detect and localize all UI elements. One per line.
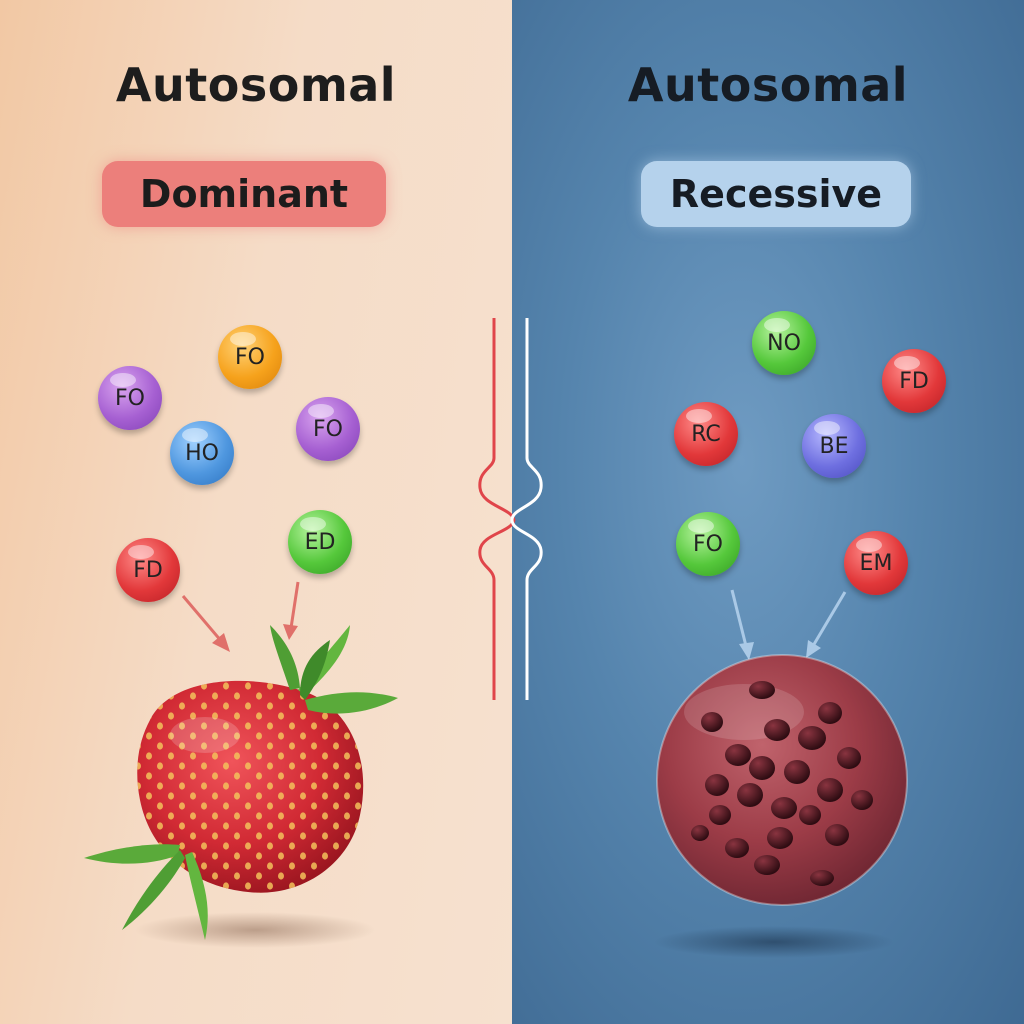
strawberry-shadow [135,912,375,948]
recessive-label: Recessive [641,161,911,227]
allele-fd-red: FD [116,538,180,602]
recessive-title: Autosomal [627,58,909,112]
recessive-panel: Autosomal Recessive [512,0,1024,1024]
recessive-illustration [654,589,908,958]
sphere-shadow [654,926,894,958]
allele-be-indigo: BE [802,414,866,478]
allele-no-green: NO [752,311,816,375]
berry-sphere-icon [656,654,908,906]
allele-ed-green: ED [288,510,352,574]
dominant-panel: Autosomal Dominant [0,0,512,1024]
dominant-label-text: Dominant [139,172,349,216]
allele-rc-red: RC [674,402,738,466]
allele-fo-purple: FO [98,366,162,430]
arrow-em-to-sphere [806,591,847,658]
strawberry-icon [84,625,398,940]
dominant-title: Autosomal [115,58,397,112]
allele-em-red: EM [844,531,908,595]
arrow-fd-to-strawberry [181,595,230,652]
arrow-fo-to-sphere [730,589,754,660]
allele-fo-green: FO [676,512,740,576]
recessive-label-text: Recessive [669,172,883,216]
allele-ho-blue: HO [170,421,234,485]
dominant-illustration [84,581,398,948]
dominant-label: Dominant [102,161,386,227]
allele-fo-purple-2: FO [296,397,360,461]
allele-fo-orange: FO [218,325,282,389]
arrow-ed-to-strawberry [283,581,300,640]
allele-fd-red: FD [882,349,946,413]
